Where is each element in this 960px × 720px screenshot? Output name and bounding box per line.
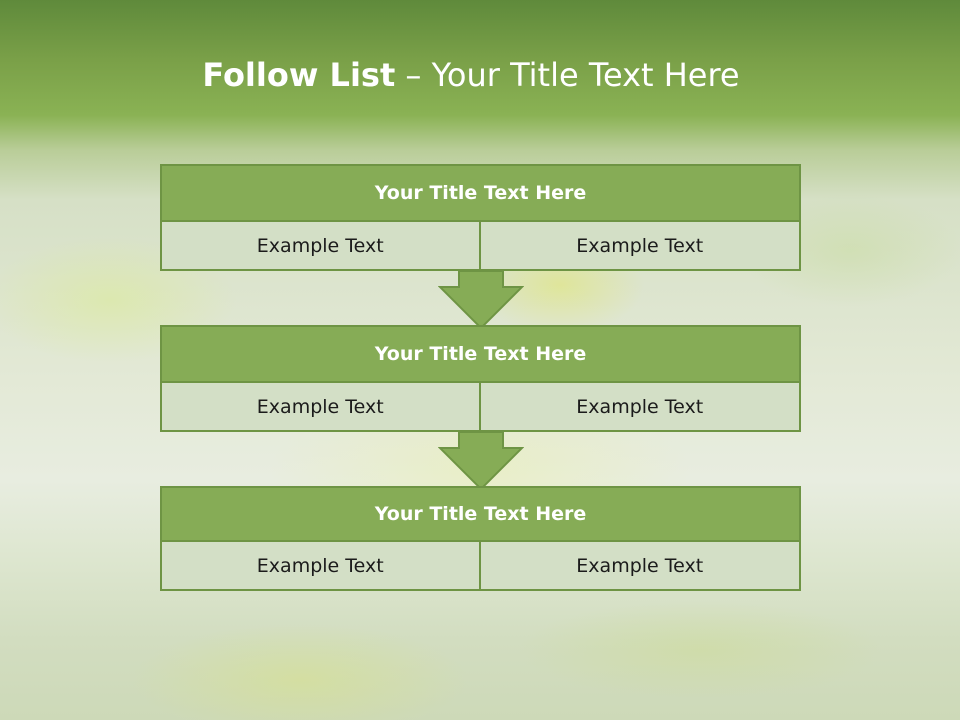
slide-title-bold: Follow List: [202, 56, 396, 94]
step-2-left-cell: Example Text: [160, 383, 481, 432]
step-2-right-cell: Example Text: [480, 383, 801, 432]
step-title-2: Your Title Text Here: [160, 325, 801, 383]
down-arrow-icon-1: [438, 270, 524, 330]
step-1-left-cell: Example Text: [160, 222, 481, 271]
step-3-left-cell: Example Text: [160, 542, 481, 591]
step-row-3: Example Text Example Text: [160, 542, 801, 591]
step-3-right-cell: Example Text: [480, 542, 801, 591]
slide-title: Follow List – Your Title Text Here: [0, 56, 942, 94]
slide-title-rest: – Your Title Text Here: [395, 56, 740, 94]
step-box-1: Your Title Text Here Example Text Exampl…: [160, 164, 801, 271]
down-arrow-icon-2: [438, 431, 524, 491]
step-box-3: Your Title Text Here Example Text Exampl…: [160, 486, 801, 591]
step-row-2: Example Text Example Text: [160, 383, 801, 432]
step-box-2: Your Title Text Here Example Text Exampl…: [160, 325, 801, 432]
step-title-3: Your Title Text Here: [160, 486, 801, 542]
step-title-1: Your Title Text Here: [160, 164, 801, 222]
step-1-right-cell: Example Text: [480, 222, 801, 271]
step-row-1: Example Text Example Text: [160, 222, 801, 271]
